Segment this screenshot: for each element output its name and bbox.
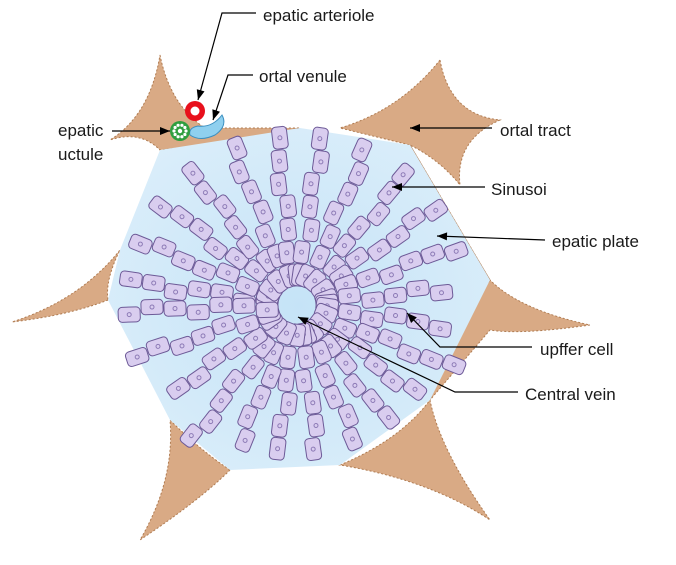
label-hepatic-arteriole: epatic arteriole bbox=[263, 6, 375, 26]
hepatocyte bbox=[271, 149, 289, 173]
hepatocyte bbox=[278, 241, 296, 265]
hepatocyte bbox=[304, 437, 322, 461]
hepatocyte bbox=[142, 274, 166, 292]
hepatocyte bbox=[187, 304, 210, 320]
hepatocyte bbox=[338, 287, 361, 304]
hepatocyte bbox=[302, 218, 320, 242]
hepatocyte bbox=[406, 280, 429, 297]
label-hepatic-ductule-1: epatic bbox=[58, 121, 103, 141]
hepatocyte bbox=[233, 298, 256, 314]
label-hepatic-plate: epatic plate bbox=[552, 232, 639, 252]
hepatocyte bbox=[301, 195, 319, 219]
hepatocyte bbox=[210, 297, 233, 313]
hepatocyte bbox=[141, 299, 164, 315]
hepatocyte bbox=[118, 307, 141, 323]
hepatocyte bbox=[361, 291, 384, 308]
hepatocyte bbox=[302, 172, 320, 196]
hepatocyte bbox=[271, 126, 289, 150]
hepatocyte bbox=[164, 283, 188, 301]
hepatocyte bbox=[279, 218, 297, 242]
hepatocyte bbox=[119, 270, 143, 288]
hepatocyte bbox=[270, 172, 288, 196]
leader-hepatic-arteriole bbox=[198, 13, 256, 100]
label-portal-venule: ortal venule bbox=[259, 67, 347, 87]
hepatocyte bbox=[271, 414, 289, 438]
hepatocyte bbox=[187, 280, 211, 298]
hepatocyte bbox=[280, 392, 298, 416]
label-portal-tract: ortal tract bbox=[500, 121, 571, 141]
hepatocyte bbox=[164, 301, 187, 317]
hepatocyte bbox=[297, 345, 315, 369]
hepatocyte bbox=[384, 287, 407, 304]
hepatocyte bbox=[311, 127, 329, 151]
portal-tract-region bbox=[12, 250, 120, 322]
hepatocyte bbox=[430, 284, 453, 301]
label-kupffer-cell: upffer cell bbox=[540, 340, 613, 360]
hepatocyte bbox=[384, 307, 408, 325]
leader-portal-venule bbox=[213, 75, 253, 120]
leader-hepatic-arteriole-head bbox=[197, 89, 205, 100]
label-hepatic-ductule-2: uctule bbox=[58, 145, 103, 165]
hepatocyte bbox=[307, 414, 325, 438]
label-sinusoid: Sinusoi bbox=[491, 180, 547, 200]
hepatocyte bbox=[428, 320, 452, 338]
hepatocyte bbox=[279, 194, 297, 218]
label-central-vein: Central vein bbox=[525, 385, 616, 405]
hepatocyte bbox=[312, 150, 330, 174]
hepatocyte bbox=[304, 391, 322, 415]
hepatocyte bbox=[256, 302, 279, 318]
hepatocyte bbox=[269, 437, 287, 461]
arteriole-lumen bbox=[191, 107, 200, 116]
hepatocyte bbox=[293, 240, 311, 264]
hepatocyte bbox=[295, 369, 313, 393]
